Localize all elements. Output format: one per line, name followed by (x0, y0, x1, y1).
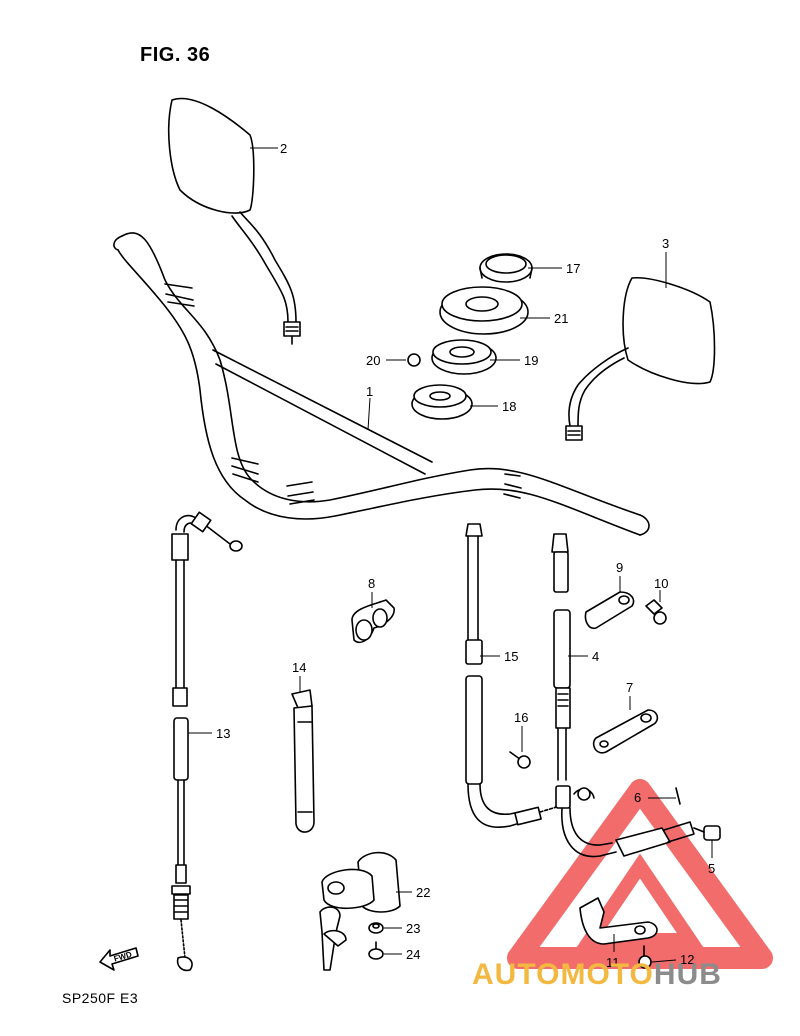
mirror-left (167, 97, 301, 345)
part-ref-8: 8 (368, 576, 375, 591)
part-ref-7: 7 (626, 680, 633, 695)
part-ref-18: 18 (502, 399, 516, 414)
brand-part-2: HUB (653, 958, 722, 991)
clutch-cable (465, 523, 561, 828)
part-ref-19: 19 (524, 353, 538, 368)
bolt-small (407, 353, 421, 367)
part-numbers: 2 3 17 21 19 18 20 1 8 9 10 15 4 7 14 16… (216, 141, 715, 970)
bolt-12 (638, 945, 652, 969)
part-ref-9: 9 (616, 560, 623, 575)
throttle-cable (171, 511, 243, 972)
part-ref-10: 10 (654, 576, 668, 591)
handlebar-nut (479, 253, 533, 283)
fwd-arrow-icon: FWD (99, 947, 139, 971)
brake-cable (551, 533, 617, 858)
part-ref-15: 15 (504, 649, 518, 664)
ignition-switch (319, 851, 401, 971)
mirror-right (565, 277, 716, 441)
part-ref-4: 4 (592, 649, 599, 664)
cable-band (291, 689, 315, 833)
part-ref-20: 20 (366, 353, 380, 368)
part-ref-16: 16 (514, 710, 528, 725)
part-ref-6: 6 (634, 790, 641, 805)
part-ref-1: 1 (366, 384, 373, 399)
holder (411, 384, 473, 420)
bracket-7 (592, 709, 659, 754)
cushion-small (431, 339, 497, 375)
nut-23 (368, 922, 384, 934)
bracket-11 (579, 897, 658, 945)
bracket-9 (584, 591, 635, 630)
brand-part-1: AUTOMOTO (472, 958, 654, 991)
part-ref-17: 17 (566, 261, 580, 276)
cushion-large (439, 286, 529, 335)
part-ref-21: 21 (554, 311, 568, 326)
cable-clamp (351, 599, 395, 644)
part-ref-13: 13 (216, 726, 230, 741)
part-ref-14: 14 (292, 660, 306, 675)
model-code: SP250F E3 (62, 990, 139, 1006)
part-ref-23: 23 (406, 921, 420, 936)
part-ref-12: 12 (680, 952, 694, 967)
part-ref-24: 24 (406, 947, 420, 962)
bolt-16 (509, 751, 531, 769)
handlebar (113, 232, 650, 536)
pin-6 (573, 787, 681, 805)
watermark-brand: AUTOMOTOHUB (472, 958, 722, 992)
part-ref-3: 3 (662, 236, 669, 251)
part-ref-22: 22 (416, 885, 430, 900)
part-ref-2: 2 (280, 141, 287, 156)
bolt-24 (368, 941, 384, 960)
part-ref-11: 11 (606, 955, 620, 970)
starter-switch (615, 821, 721, 857)
figure-title: FIG. 36 (140, 44, 211, 66)
part-ref-5: 5 (708, 861, 715, 876)
bolt-10 (645, 599, 667, 625)
leader-lines (188, 147, 713, 963)
